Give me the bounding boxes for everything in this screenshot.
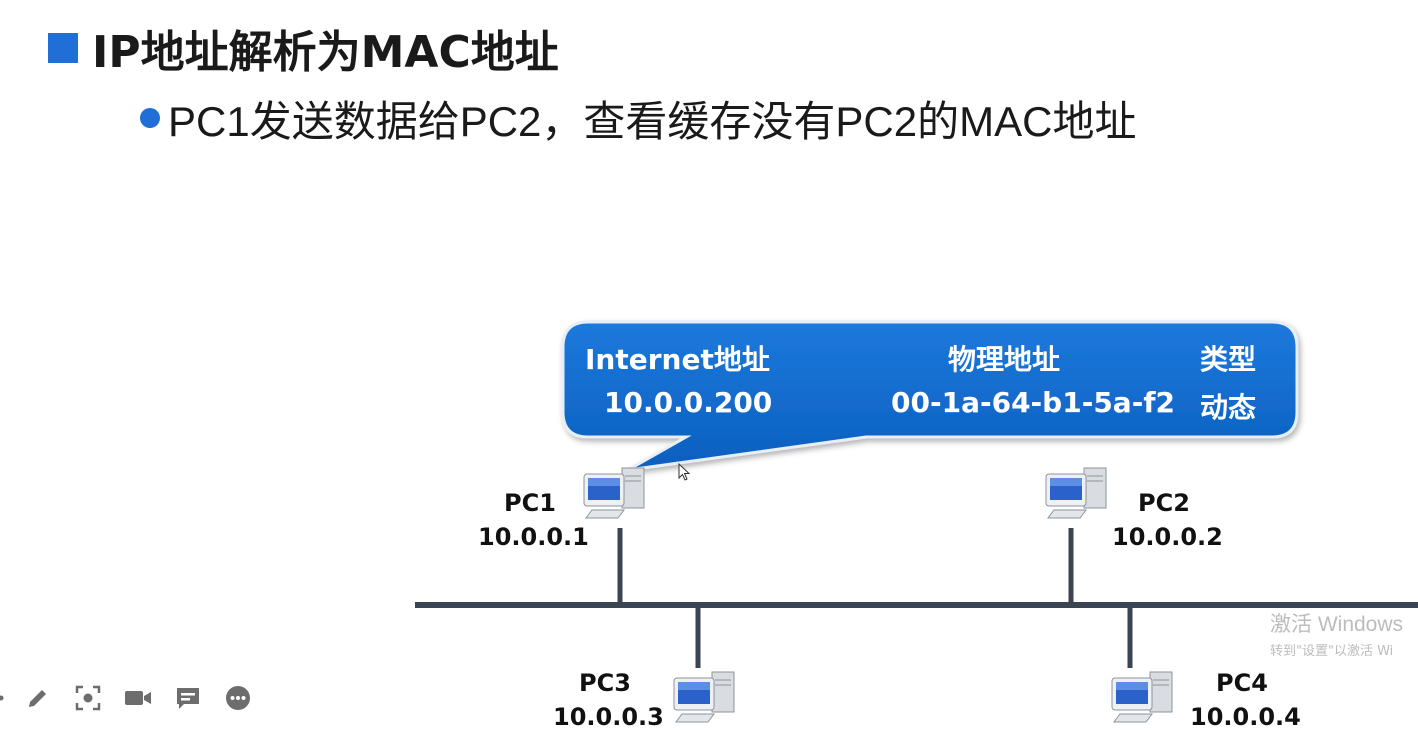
pen-icon[interactable] [24,684,52,712]
mac-header: 物理地址 [948,343,1061,376]
watermark-line2: 转到"设置"以激活 Wi [1270,644,1394,659]
pc1-label: PC1 10.0.0.1 [478,486,589,554]
pc4-name: PC4 [1216,669,1268,697]
comment-icon[interactable] [174,684,202,712]
activation-watermark: 激活 Windows 转到"设置"以激活 Wi [1270,608,1403,659]
type-header: 类型 [1200,343,1257,376]
pc1-ip: 10.0.0.1 [478,523,589,551]
pc3-ip: 10.0.0.3 [553,703,664,731]
pc4-computer-icon [1111,671,1173,723]
bullet-text: PC1发送数据给PC2，查看缓存没有PC2的MAC地址 [168,97,1137,145]
ip-value: 10.0.0.200 [604,386,773,419]
more-icon[interactable] [224,684,252,712]
more-left-icon[interactable] [0,684,6,712]
screenshot-icon[interactable] [74,684,102,712]
bullet-dot-icon [140,108,160,128]
pc3-computer-icon [673,671,735,723]
pc3-label: PC3 10.0.0.3 [553,666,664,734]
title-text: IP地址解析为MAC地址 [92,27,559,78]
bullet-item: PC1发送数据给PC2，查看缓存没有PC2的MAC地址 [140,88,1136,148]
pc1-computer-icon [583,467,645,519]
pc4-label: PC4 10.0.0.4 [1190,666,1301,734]
pc1-name: PC1 [504,489,556,517]
pc2-computer-icon [1045,467,1107,519]
mac-value: 00-1a-64-b1-5a-f2 [891,386,1175,419]
title-square-icon [48,33,78,63]
camera-icon[interactable] [124,684,152,712]
slide-title: IP地址解析为MAC地址 [48,20,559,78]
type-value: 动态 [1200,391,1257,424]
presentation-toolbar [0,680,274,716]
pc2-label: PC2 10.0.0.2 [1112,486,1223,554]
ip-header: Internet地址 [585,343,770,376]
pc2-name: PC2 [1138,489,1190,517]
pc4-ip: 10.0.0.4 [1190,703,1301,731]
pc2-ip: 10.0.0.2 [1112,523,1223,551]
watermark-line1: 激活 Windows [1270,613,1404,636]
pc3-name: PC3 [579,669,631,697]
mouse-cursor-icon [678,463,691,481]
